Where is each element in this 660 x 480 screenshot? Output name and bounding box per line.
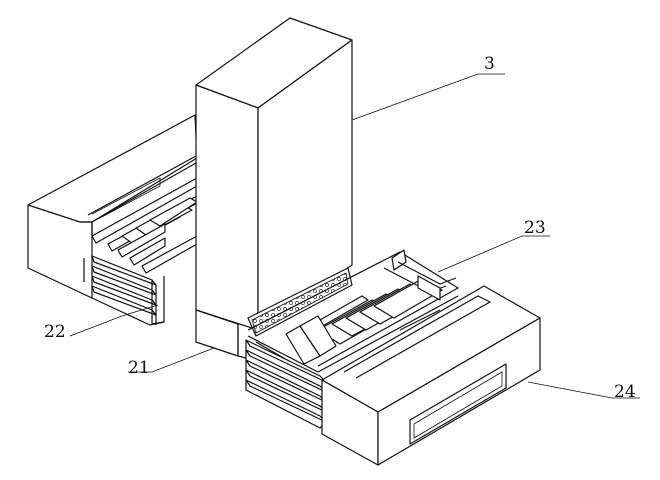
right-rack-rungs bbox=[285, 279, 443, 365]
left-tray-stack bbox=[83, 255, 165, 326]
central-tower bbox=[195, 17, 353, 359]
right-box bbox=[321, 285, 541, 466]
right-rack bbox=[247, 249, 461, 379]
left-station bbox=[27, 114, 198, 326]
leader-lines bbox=[69, 73, 640, 399]
label-21: 21 bbox=[128, 358, 150, 378]
label-24: 24 bbox=[614, 382, 636, 402]
lower-tray-stack bbox=[245, 339, 327, 429]
label-22: 22 bbox=[44, 322, 66, 342]
label-3: 3 bbox=[484, 54, 495, 74]
left-rack-rungs bbox=[91, 177, 198, 274]
label-23: 23 bbox=[524, 218, 546, 238]
